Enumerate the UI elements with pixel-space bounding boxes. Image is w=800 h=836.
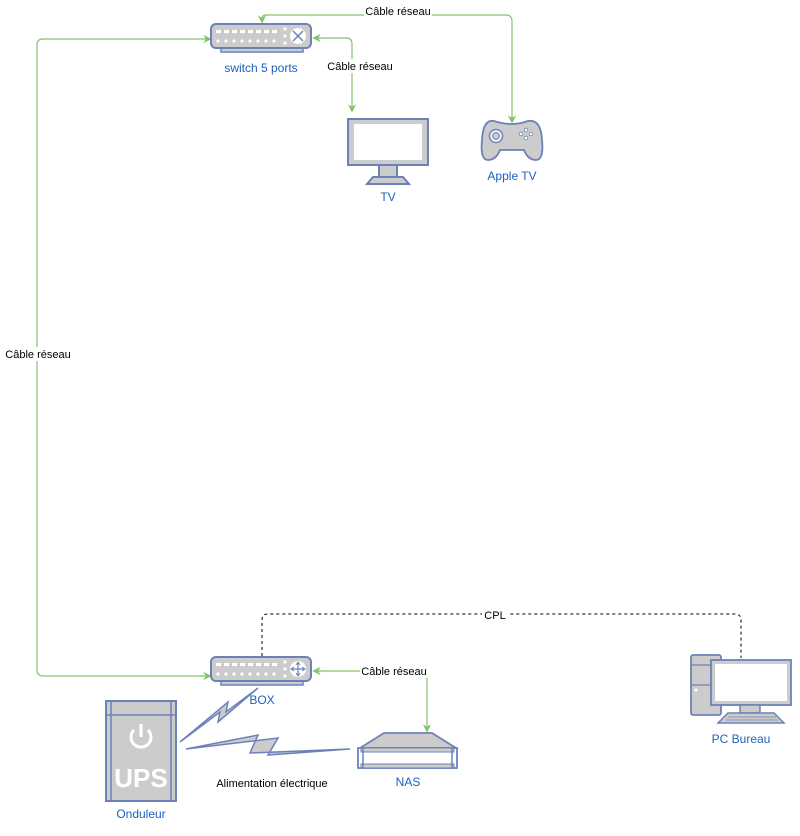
edge-label: Alimentation électrique <box>216 778 327 790</box>
node-apple-tv[interactable]: Apple TV <box>480 119 544 183</box>
monitor-icon <box>347 118 429 185</box>
nas-icon <box>356 732 460 769</box>
edge-label: Câble réseau <box>5 349 70 361</box>
node-tv[interactable]: TV <box>347 118 429 204</box>
node-label: PC Bureau <box>712 732 771 746</box>
edge-label: CPL <box>484 610 505 622</box>
edge-box-switch[interactable]: Câble réseau <box>4 34 212 681</box>
node-nas[interactable]: NAS <box>356 732 460 789</box>
node-label: NAS <box>396 775 421 789</box>
edge-box-nas[interactable]: Câble réseau <box>312 664 432 733</box>
edge-label: Câble réseau <box>327 61 392 73</box>
gamepad-icon <box>480 119 544 161</box>
edge-ups-box[interactable] <box>179 687 259 743</box>
node-label: BOX <box>249 693 274 707</box>
ups-icon: UPS <box>105 700 177 802</box>
edge-label: Câble réseau <box>361 666 426 678</box>
node-label: Onduleur <box>116 807 165 821</box>
edge-box-pc[interactable]: CPL <box>261 609 742 658</box>
network-switch-icon <box>210 23 312 53</box>
edge-ups-nas[interactable]: Alimentation électrique <box>185 733 351 790</box>
edge-label: Câble réseau <box>365 6 430 18</box>
node-switch[interactable]: switch 5 ports <box>210 23 312 75</box>
edge-switch-tv[interactable]: Câble réseau <box>312 33 394 113</box>
node-label: Apple TV <box>487 169 536 183</box>
node-label: TV <box>380 190 395 204</box>
node-label: switch 5 ports <box>224 61 297 75</box>
desktop-pc-icon <box>690 654 792 724</box>
edge-switch-appletv[interactable]: Câble réseau <box>257 5 517 124</box>
router-icon <box>210 656 312 686</box>
node-pc[interactable]: PC Bureau <box>690 654 792 746</box>
node-ups[interactable]: UPS Onduleur <box>105 700 177 821</box>
node-box[interactable]: BOX <box>210 656 312 707</box>
ups-icon-text: UPS <box>114 763 167 793</box>
